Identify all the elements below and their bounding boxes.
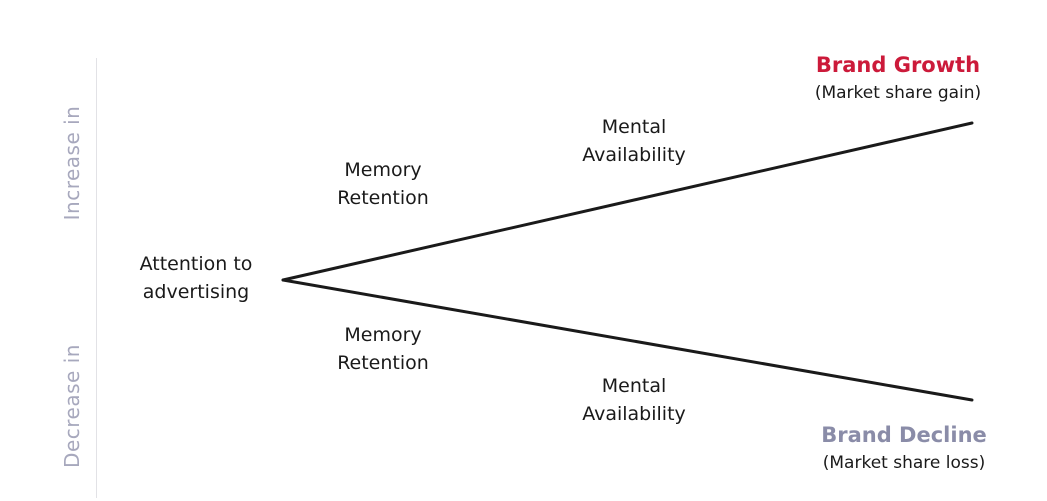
lower-memory-retention-label: Memory Retention — [318, 321, 448, 377]
brand-decline-outcome: Brand Decline (Market share loss) — [806, 421, 1002, 477]
brand-growth-outcome: Brand Growth (Market share gain) — [800, 51, 996, 107]
upper-memory-line2: Retention — [337, 187, 429, 209]
axis-divider — [96, 58, 97, 498]
lower-mental-line1: Mental — [601, 375, 667, 397]
lower-memory-line1: Memory — [344, 324, 422, 346]
lower-memory-line2: Retention — [337, 352, 429, 374]
brand-decline-subtitle: (Market share loss) — [822, 453, 986, 473]
lower-mental-line2: Availability — [582, 403, 686, 425]
growth-branch-line — [281, 121, 974, 282]
brand-growth-subtitle: (Market share gain) — [814, 83, 982, 103]
attention-label: Attention to advertising — [126, 250, 266, 306]
brand-decline-title: Brand Decline — [821, 423, 987, 447]
upper-mental-availability-label: Mental Availability — [564, 113, 704, 169]
decline-branch-line — [281, 278, 974, 402]
brand-growth-title: Brand Growth — [815, 53, 981, 77]
upper-memory-retention-label: Memory Retention — [318, 156, 448, 212]
lower-mental-availability-label: Mental Availability — [564, 372, 704, 428]
upper-mental-line1: Mental — [601, 116, 667, 138]
upper-mental-line2: Availability — [582, 144, 686, 166]
attention-label-line1: Attention to — [139, 253, 253, 275]
upper-memory-line1: Memory — [344, 159, 422, 181]
attention-label-line2: advertising — [142, 281, 250, 303]
